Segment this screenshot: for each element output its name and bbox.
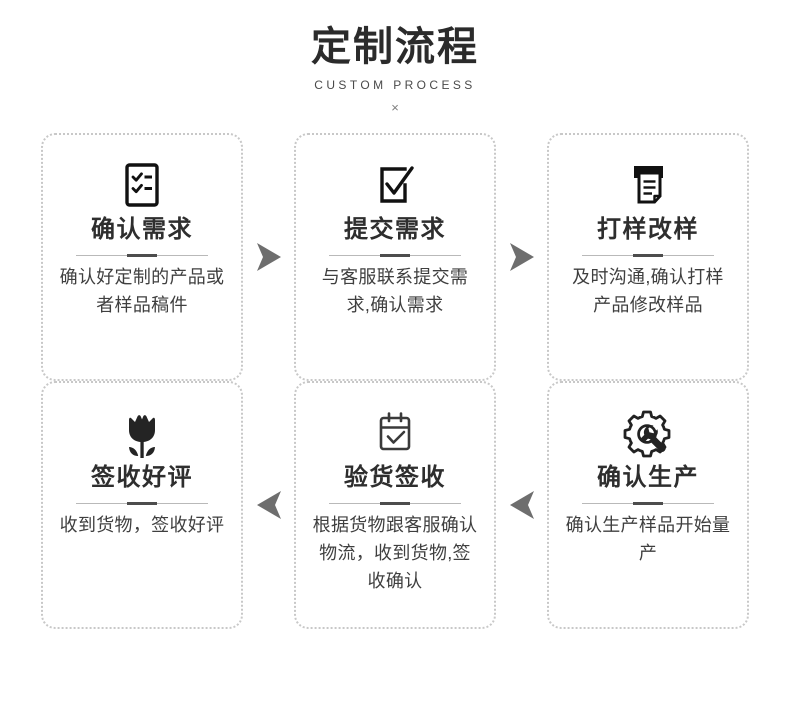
- header: 定制流程 CUSTOM PROCESS ×: [0, 0, 790, 114]
- title-divider: [582, 254, 714, 257]
- title-divider: [582, 502, 714, 505]
- process-step-description: 根据货物跟客服确认物流，收到货物,签收确认: [312, 514, 478, 591]
- page-subtitle: CUSTOM PROCESS: [314, 78, 476, 92]
- title-divider: [76, 502, 208, 505]
- arrow-left-icon-1: [243, 381, 294, 629]
- arrow-right-icon-1: [243, 133, 294, 381]
- process-row-top: 确认需求 确认好定制的产品或者样品稿件 提交需求: [0, 133, 790, 381]
- process-step-description: 与客服联系提交需求,确认需求: [321, 266, 469, 315]
- arrow-right-icon-2: [496, 133, 547, 381]
- decorative-cross-mark: ×: [391, 100, 399, 115]
- process-step-title: 验货签收: [344, 464, 446, 491]
- process-step-description: 确认好定制的产品或者样品稿件: [59, 266, 225, 315]
- process-step-title: 签收好评: [91, 464, 193, 491]
- process-step-description: 确认生产样品开始量产: [565, 514, 731, 563]
- process-step-title: 确认需求: [91, 216, 193, 243]
- checklist-clipboard-icon: [118, 160, 166, 212]
- process-flow: 确认需求 确认好定制的产品或者样品稿件 提交需求: [0, 133, 790, 629]
- process-step-card-4[interactable]: 确认生产 确认生产样品开始量产: [547, 381, 749, 629]
- process-row-bottom: 签收好评 收到货物，签收好评: [0, 381, 790, 629]
- process-step-description: 及时沟通,确认打样产品修改样品: [572, 266, 724, 315]
- process-step-title: 确认生产: [597, 464, 699, 491]
- process-step-card-3[interactable]: 打样改样 及时沟通,确认打样产品修改样品: [547, 133, 749, 381]
- page-title: 定制流程: [311, 25, 479, 69]
- calendar-check-icon: [371, 408, 419, 460]
- tulip-flower-icon: [119, 408, 165, 460]
- arrow-left-icon-2: [496, 381, 547, 629]
- title-divider: [76, 254, 208, 257]
- process-step-title: 打样改样: [597, 216, 699, 243]
- process-step-card-2[interactable]: 提交需求 与客服联系提交需求,确认需求: [294, 133, 496, 381]
- process-step-card-5[interactable]: 验货签收 根据货物跟客服确认物流，收到货物,签收确认: [294, 381, 496, 629]
- process-step-card-1[interactable]: 确认需求 确认好定制的产品或者样品稿件: [41, 133, 243, 381]
- printer-document-icon: [623, 160, 673, 212]
- process-step-card-6[interactable]: 签收好评 收到货物，签收好评: [41, 381, 243, 629]
- process-step-description: 收到货物，签收好评: [59, 514, 225, 535]
- gear-wrench-icon: [622, 408, 674, 460]
- title-divider: [329, 254, 461, 257]
- process-step-title: 提交需求: [344, 216, 446, 243]
- checkbox-check-icon: [371, 160, 419, 212]
- title-divider: [329, 502, 461, 505]
